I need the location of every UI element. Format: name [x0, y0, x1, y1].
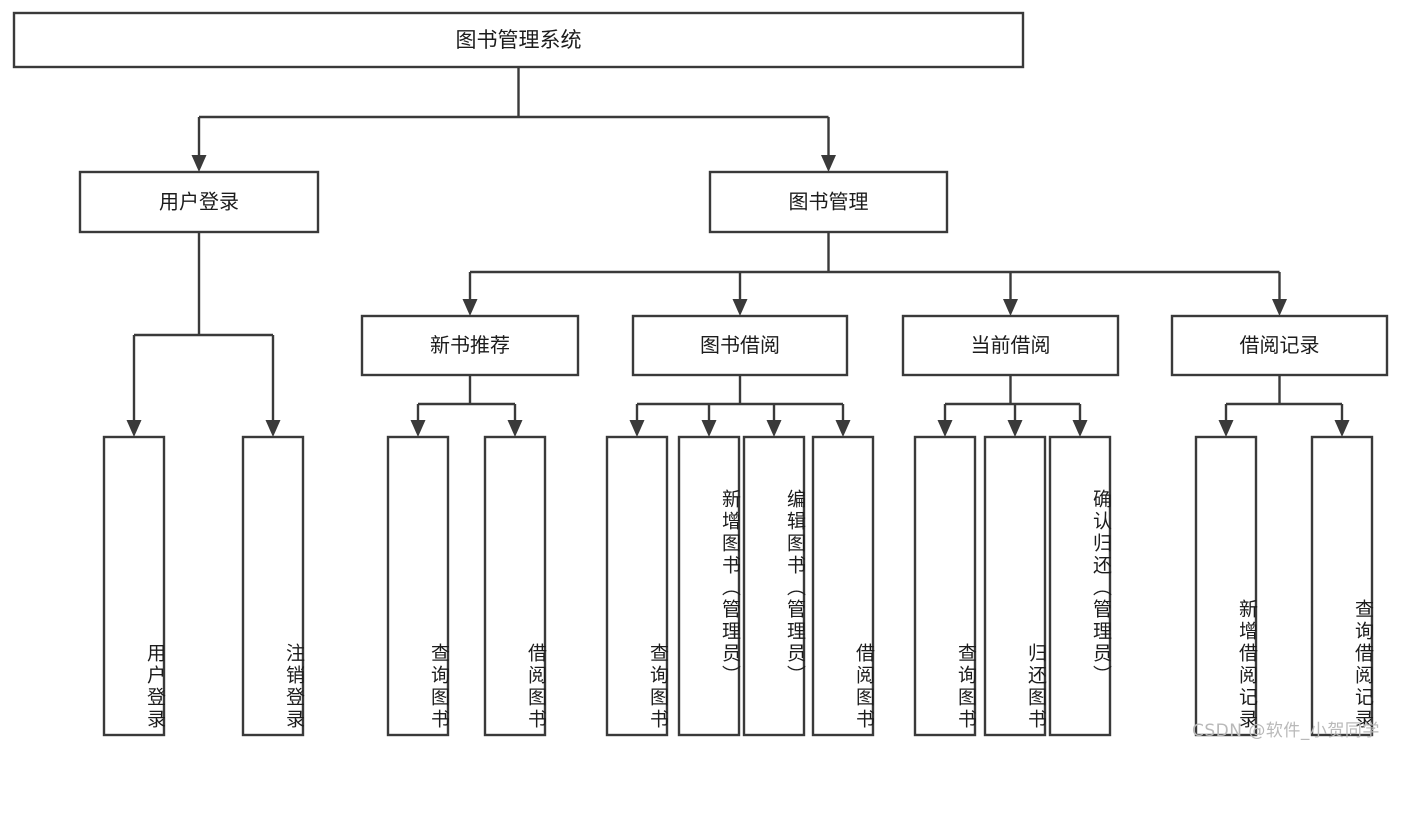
node-box-cb-return-book[interactable] [983, 435, 1047, 737]
node-box-br-add-record[interactable] [1194, 435, 1258, 737]
node-box-cb-confirm-return[interactable] [1048, 435, 1112, 737]
node-label-borrow-record: 借阅记录 [1240, 333, 1320, 357]
node-box-bb-add-book[interactable] [677, 435, 741, 737]
arrow-head-icon [766, 420, 782, 437]
node-box-user-login-do[interactable] [102, 435, 166, 737]
arrow-head-icon [410, 420, 426, 437]
node-label-new-book-recommend: 新书推荐 [430, 333, 510, 357]
arrow-head-icon [732, 299, 748, 316]
node-label-user-login: 用户登录 [159, 190, 239, 214]
arrow-head-icon [1272, 299, 1287, 316]
node-box-bb-search-book[interactable] [605, 435, 669, 737]
node-label-book-borrow: 图书借阅 [700, 333, 780, 357]
node-box-user-login[interactable] [78, 170, 320, 234]
arrow-head-icon [191, 155, 207, 172]
arrow-head-icon [1218, 420, 1234, 437]
node-box-cb-search-book[interactable] [913, 435, 977, 737]
arrow-head-icon [1003, 299, 1018, 316]
arrow-head-icon [821, 155, 836, 172]
arrow-head-icon [507, 420, 523, 437]
node-box-nbr-borrow-book[interactable] [483, 435, 547, 737]
node-box-user-logout[interactable] [241, 435, 305, 737]
connector-layer [126, 67, 1350, 437]
node-box-bb-borrow-book[interactable] [811, 435, 875, 737]
arrow-head-icon [937, 420, 953, 437]
node-box-bb-edit-book[interactable] [742, 435, 806, 737]
arrow-head-icon [1072, 420, 1088, 437]
node-root-box[interactable] [12, 11, 1025, 69]
node-box-nbr-search-book[interactable] [386, 435, 450, 737]
node-box-book-manage[interactable] [708, 170, 949, 234]
arrow-head-icon [629, 420, 645, 437]
arrow-head-icon [265, 420, 281, 437]
arrow-head-icon [126, 420, 142, 437]
arrow-head-icon [1334, 420, 1350, 437]
watermark-text: CSDN @软件_小贺同学 [1192, 721, 1380, 741]
box-layer [12, 11, 1389, 737]
node-box-book-borrow[interactable] [631, 314, 849, 377]
arrow-head-icon [462, 299, 478, 316]
node-box-current-borrow[interactable] [901, 314, 1120, 377]
node-label-current-borrow: 当前借阅 [971, 333, 1051, 357]
diagram-canvas: 图书管理系统用户登录图书管理新书推荐图书借阅当前借阅借阅记录 用户登录注销登录查… [12, 11, 1389, 741]
node-box-borrow-record[interactable] [1170, 314, 1389, 377]
node-root-label: 图书管理系统 [456, 28, 582, 52]
node-box-br-search-record[interactable] [1310, 435, 1374, 737]
arrow-head-icon [1007, 420, 1023, 437]
node-label-book-manage: 图书管理 [789, 190, 869, 214]
arrow-head-icon [835, 420, 851, 437]
arrow-head-icon [701, 420, 717, 437]
node-box-new-book-recommend[interactable] [360, 314, 580, 377]
